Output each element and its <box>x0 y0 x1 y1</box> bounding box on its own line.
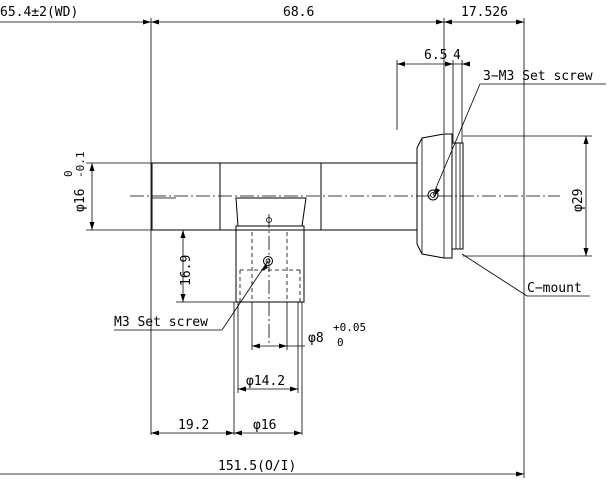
dia-rear-label: φ16 <box>73 189 88 212</box>
dimension-labels: 65.4±2(WD) 68.6 17.526 6.5 4 φ16 0 -0.1 … <box>0 5 586 474</box>
port-outer-label: φ16 <box>253 418 276 433</box>
mount-callout: C−mount <box>527 281 582 296</box>
port-offset-label: 19.2 <box>178 418 209 433</box>
port-tube <box>235 225 305 303</box>
leader-lines <box>114 83 606 331</box>
central-block <box>219 162 322 231</box>
port-inner-label: φ14.2 <box>246 374 285 389</box>
dia-rear-tol-lower: -0.1 <box>74 152 87 179</box>
callout-labels: 3−M3 Set screw M3 Set screw C−mount <box>114 69 593 330</box>
dia-rear-tol-upper: 0 <box>62 170 75 177</box>
overall-label: 151.5(O/I) <box>218 459 296 474</box>
front-tube <box>320 162 418 231</box>
front-set-screw-icon <box>427 189 439 201</box>
ring-a-label: 6.5 <box>424 48 447 63</box>
length-body-label: 68.6 <box>283 5 314 20</box>
port-bore-tol-upper: +0.05 <box>333 321 366 334</box>
wd-label: 65.4±2(WD) <box>0 5 78 20</box>
screw-port-callout: M3 Set screw <box>114 315 208 330</box>
dimension-lines <box>0 19 589 477</box>
extension-lines <box>86 18 592 478</box>
screw-front-callout: 3−M3 Set screw <box>483 69 593 84</box>
port-set-screw-icon <box>263 256 273 266</box>
rear-tube <box>151 162 221 231</box>
center-lines <box>130 195 560 345</box>
port-bore-tol-lower: 0 <box>337 336 344 349</box>
port-height-label: 16.9 <box>179 255 194 286</box>
port-bore-label: φ8 <box>308 331 324 346</box>
hidden-lines <box>239 232 301 302</box>
front-flange <box>416 133 453 259</box>
lens-body <box>151 133 464 303</box>
length-cmount-label: 17.526 <box>461 5 508 20</box>
dia-front-label: φ29 <box>571 189 586 212</box>
ring-b-label: 4 <box>453 48 461 63</box>
